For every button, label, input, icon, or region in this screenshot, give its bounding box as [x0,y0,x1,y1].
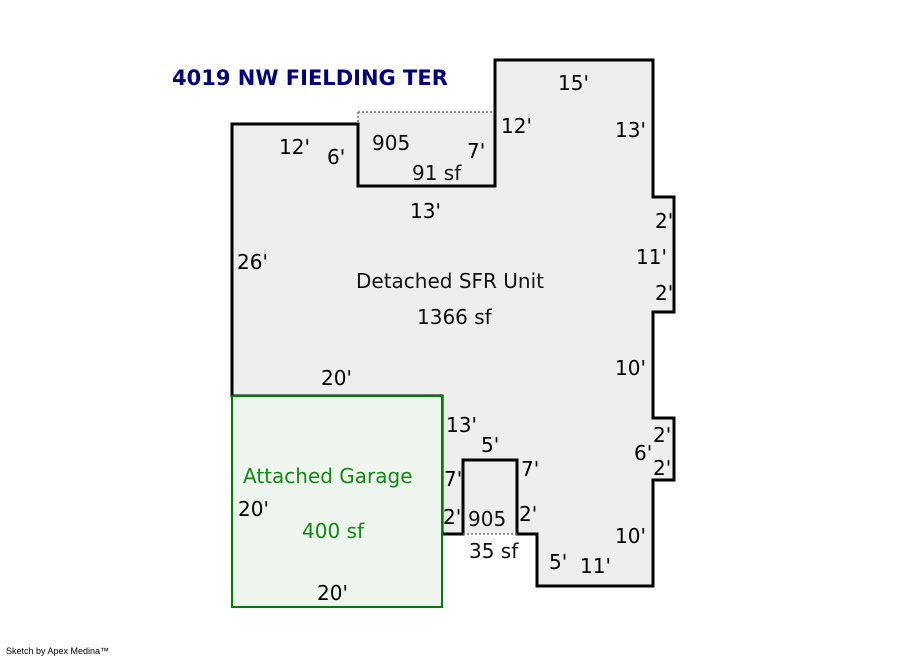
dimension-labels: 12' 6' 7' 12' 15' 13' 13' 26' 2' 11' 2' … [237,71,673,605]
dimension-label: 20' [321,366,352,390]
dimension-label: 2' [443,505,461,529]
bottom-addition-area: 35 sf [469,539,519,563]
dimension-label: 5' [549,550,567,574]
dimension-label: 10' [615,524,646,548]
main-area-name: Detached SFR Unit [356,269,544,293]
dimension-label: 7' [467,139,485,163]
garage-area-name: Attached Garage [243,464,413,488]
attached-garage-outline [231,395,443,608]
dimension-label: 26' [237,250,268,274]
addition-905-bottom [464,461,516,534]
dimension-label: 15' [558,71,589,95]
sketch-credit: Sketch by Apex Medina™ [6,646,110,656]
dimension-label: 6' [327,145,345,169]
dimension-label: 12' [279,135,310,159]
dimension-label: 2' [653,456,671,480]
dimension-label: 2' [653,423,671,447]
dimension-label: 11' [636,245,667,269]
dimension-label: 11' [580,554,611,578]
dimension-label: 5' [481,433,499,457]
dimension-label: 7' [444,467,462,491]
dimension-label: 2' [655,209,673,233]
dimension-label: 2' [519,502,537,526]
top-addition-code: 905 [372,131,410,155]
dimension-label: 10' [615,356,646,380]
addition-905-top [358,112,495,186]
garage-area-size: 400 sf [302,519,365,543]
top-addition-area: 91 sf [412,161,462,185]
dimension-label: 7' [521,457,539,481]
property-address-title: 4019 NW FIELDING TER [172,66,448,90]
dimension-label: 13' [410,199,441,223]
dimension-label: 13' [615,118,646,142]
dimension-label: 12' [501,114,532,138]
dimension-label: 20' [317,581,348,605]
dimension-label: 20' [238,497,269,521]
main-area-size: 1366 sf [417,305,493,329]
dimension-label: 6' [634,441,652,465]
bottom-addition-code: 905 [468,507,506,531]
dimension-label: 13' [446,413,477,437]
dimension-label: 2' [655,281,673,305]
